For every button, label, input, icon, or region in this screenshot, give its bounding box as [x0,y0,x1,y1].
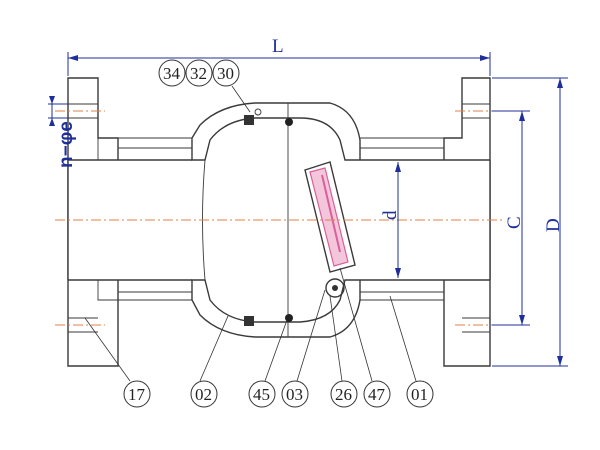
dimension-bore: d [380,162,401,278]
dimension-outer-diameter: D [492,77,568,367]
callout-01: 01 [411,385,428,404]
dimension-bolt-holes: n−φe [48,96,77,168]
dimension-label-D: D [543,218,564,232]
dimension-length: L [67,36,491,76]
dimension-label-L: L [272,36,284,57]
callout-32: 32 [190,64,207,83]
right-neck [359,137,445,301]
callout-bubble [185,59,213,87]
callout-bubble [158,59,186,87]
top-callouts: 34 32 30 [158,59,251,113]
callout-03: 03 [286,385,303,404]
dimension-label-d: d [380,210,401,220]
bottom-callouts: 17 02 45 03 26 47 01 [84,267,434,408]
dimension-label-bolt-holes: n−φe [56,121,77,168]
callout-45: 45 [253,385,270,404]
callout-02: 02 [195,385,212,404]
callout-17: 17 [128,385,146,404]
callout-47: 47 [368,385,386,404]
callout-34: 34 [163,64,181,83]
swing-disc [304,161,356,298]
right-flange [360,77,491,367]
fasteners [244,108,293,326]
callout-26: 26 [335,385,352,404]
dimension-label-C: C [504,216,525,229]
dimension-bolt-circle: C [492,110,530,326]
callout-bubble [212,59,240,87]
left-flange [67,77,192,367]
callout-30: 30 [217,64,234,83]
